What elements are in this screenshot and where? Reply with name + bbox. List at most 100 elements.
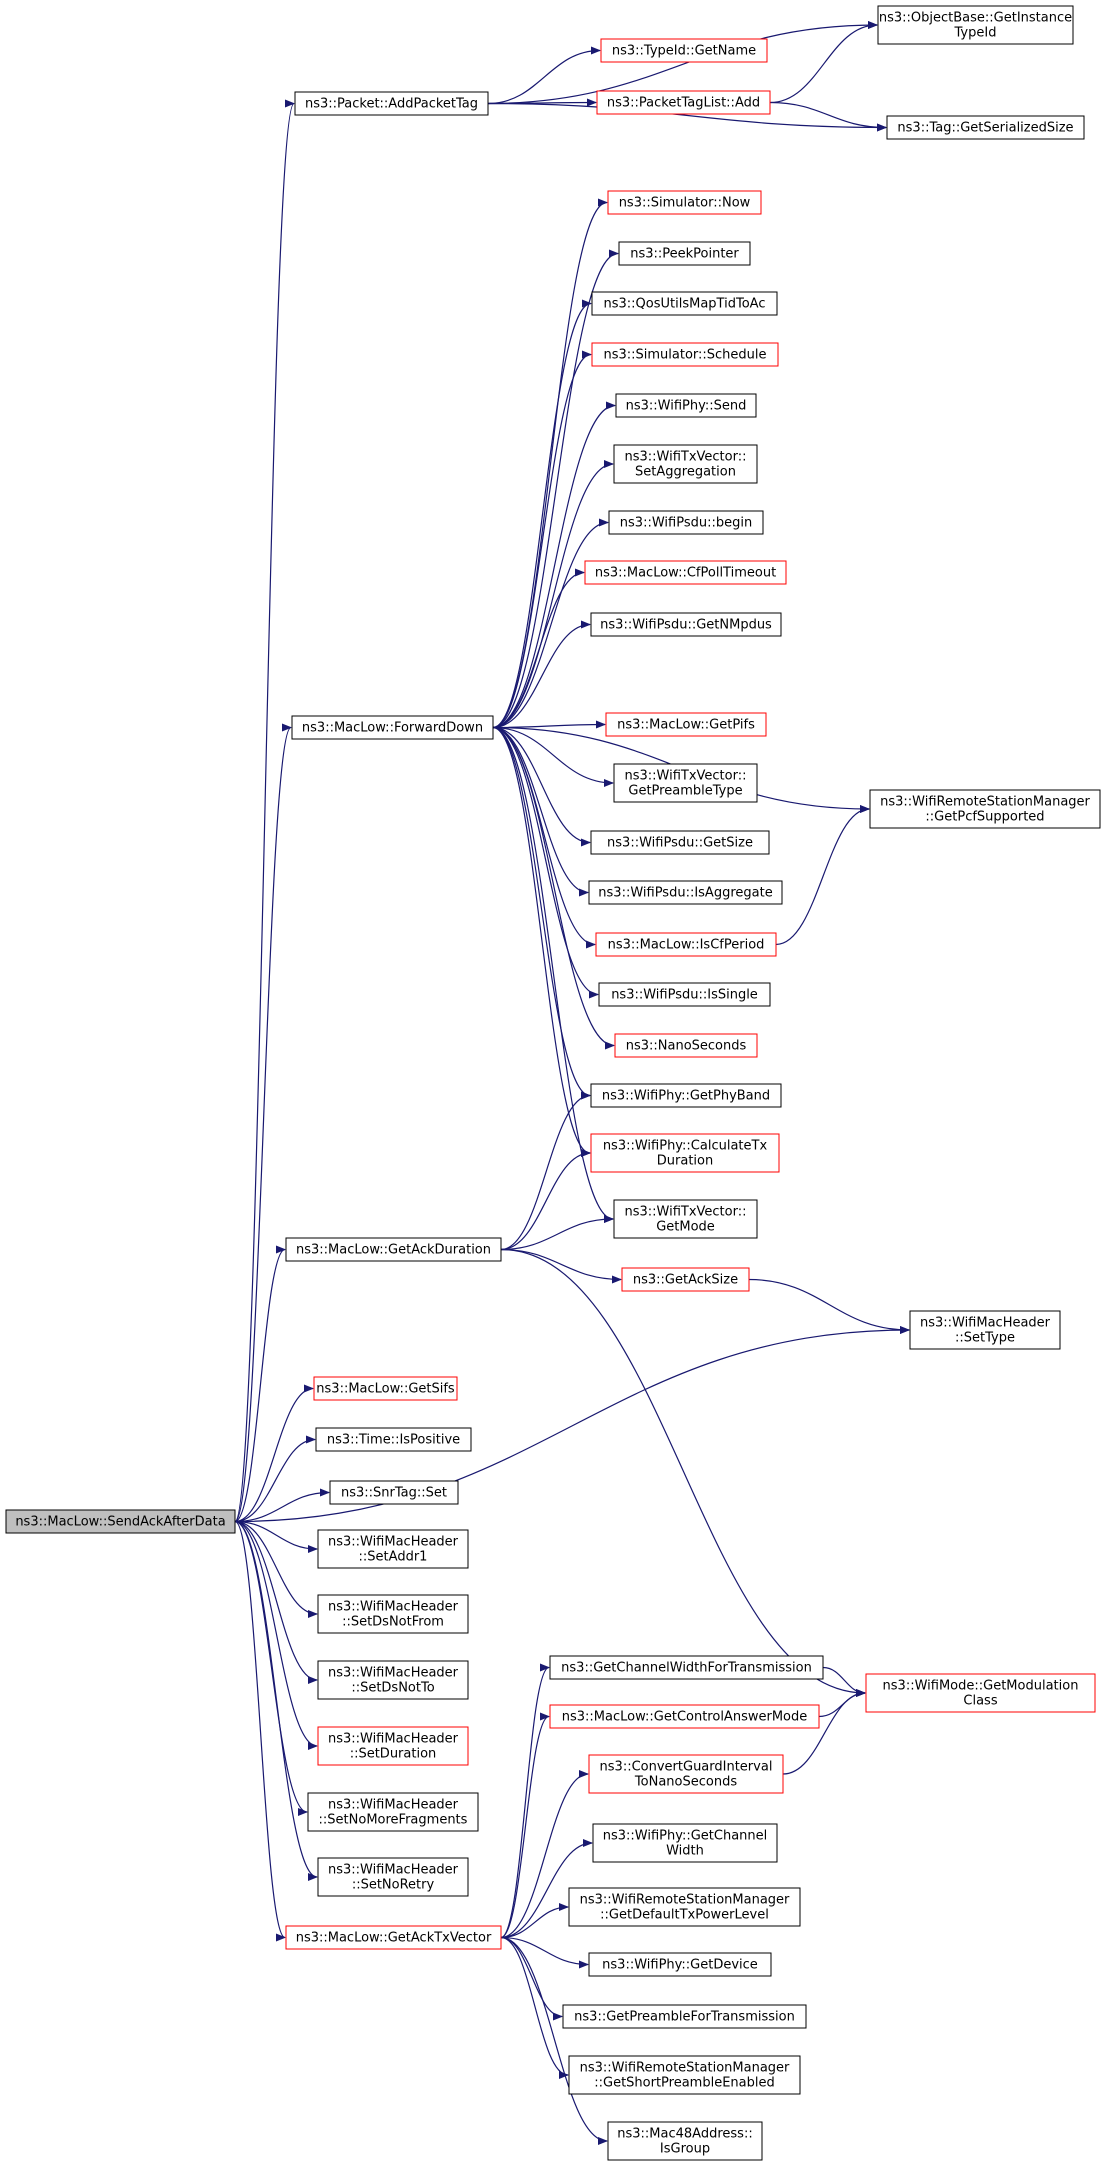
node-set-duration[interactable]: ns3::WifiMacHeader::SetDuration bbox=[317, 1726, 469, 1766]
edge-root-to-snr-tag-set bbox=[234, 1488, 330, 1523]
edge-forward-down-to-psdu-begin bbox=[492, 518, 609, 729]
node-label: ::GetDefaultTxPowerLevel bbox=[600, 1908, 769, 1923]
node-root[interactable]: ns3::MacLow::SendAckAfterData bbox=[5, 1509, 236, 1534]
node-label: ns3::GetAckSize bbox=[633, 1273, 738, 1288]
node-box bbox=[590, 1083, 782, 1108]
node-set-ds-not-to[interactable]: ns3::WifiMacHeader::SetDsNotTo bbox=[317, 1660, 469, 1700]
node-psdu-begin[interactable]: ns3::WifiPsdu::begin bbox=[608, 510, 764, 535]
node-label: ::SetDuration bbox=[350, 1747, 437, 1762]
node-box bbox=[591, 291, 778, 316]
edge-forward-down-to-cf-poll-timeout bbox=[492, 568, 585, 729]
node-label: GetPreambleType bbox=[628, 784, 742, 799]
edge-root-to-get-ack-duration bbox=[234, 1245, 286, 1523]
node-get-short-preamble[interactable]: ns3::WifiRemoteStationManager::GetShortP… bbox=[568, 2055, 801, 2095]
node-label: ::SetDsNotFrom bbox=[342, 1615, 444, 1630]
node-tag-get-serialized-size[interactable]: ns3::Tag::GetSerializedSize bbox=[886, 115, 1085, 140]
node-get-nmpdus[interactable]: ns3::WifiPsdu::GetNMpdus bbox=[590, 612, 782, 637]
edge-root-to-set-duration bbox=[234, 1520, 318, 1750]
node-phy-get-channel-width[interactable]: ns3::WifiPhy::GetChannelWidth bbox=[592, 1823, 778, 1863]
node-forward-down[interactable]: ns3::MacLow::ForwardDown bbox=[291, 715, 494, 740]
node-label: ns3::WifiRemoteStationManager bbox=[880, 795, 1090, 810]
node-set-type[interactable]: ns3::WifiMacHeader::SetType bbox=[909, 1310, 1061, 1350]
node-box bbox=[608, 510, 764, 535]
edge-root-to-set-ds-not-from bbox=[234, 1520, 318, 1618]
node-label: ns3::MacLow::GetPifs bbox=[617, 718, 755, 733]
node-label: ns3::WifiPsdu::IsAggregate bbox=[598, 886, 772, 901]
node-label: ns3::GetChannelWidthForTransmission bbox=[561, 1661, 812, 1676]
node-set-aggregation[interactable]: ns3::WifiTxVector::SetAggregation bbox=[613, 444, 758, 484]
node-get-pifs[interactable]: ns3::MacLow::GetPifs bbox=[605, 712, 767, 737]
node-psdu-get-size[interactable]: ns3::WifiPsdu::GetSize bbox=[590, 830, 770, 855]
node-box bbox=[317, 1529, 469, 1569]
node-qos-utils[interactable]: ns3::QosUtilsMapTidToAc bbox=[591, 291, 778, 316]
node-is-aggregate[interactable]: ns3::WifiPsdu::IsAggregate bbox=[588, 880, 783, 905]
edge-root-to-get-sifs bbox=[234, 1384, 314, 1523]
node-is-group[interactable]: ns3::Mac48Address::IsGroup bbox=[607, 2121, 763, 2161]
node-sim-now[interactable]: ns3::Simulator::Now bbox=[607, 190, 762, 215]
node-label: ns3::Packet::AddPacketTag bbox=[305, 97, 478, 112]
node-get-default-tx-power-level[interactable]: ns3::WifiRemoteStationManager::GetDefaul… bbox=[568, 1887, 801, 1927]
node-get-control-answer-mode[interactable]: ns3::MacLow::GetControlAnswerMode bbox=[549, 1704, 820, 1729]
edge-forward-down-to-calc-tx-duration bbox=[492, 726, 591, 1157]
edge-forward-down-to-is-aggregate bbox=[492, 726, 589, 897]
node-get-ack-tx-vector[interactable]: ns3::MacLow::GetAckTxVector bbox=[285, 1925, 502, 1950]
node-peek-pointer[interactable]: ns3::PeekPointer bbox=[618, 241, 751, 266]
node-get-ack-size[interactable]: ns3::GetAckSize bbox=[621, 1267, 750, 1292]
node-label: ns3::MacLow::GetControlAnswerMode bbox=[562, 1710, 807, 1725]
node-packet-tag-list-add[interactable]: ns3::PacketTagList::Add bbox=[596, 90, 771, 115]
node-get-ack-duration[interactable]: ns3::MacLow::GetAckDuration bbox=[285, 1237, 502, 1262]
edge-forward-down-to-get-preamble-type bbox=[492, 726, 614, 787]
node-phy-get-device[interactable]: ns3::WifiPhy::GetDevice bbox=[588, 1952, 772, 1977]
node-add-packet-tag[interactable]: ns3::Packet::AddPacketTag bbox=[294, 91, 489, 116]
node-box bbox=[5, 1509, 236, 1534]
node-is-cf-period[interactable]: ns3::MacLow::IsCfPeriod bbox=[595, 932, 777, 957]
edge-get-ack-tx-vector-to-get-control-answer-mode bbox=[500, 1712, 550, 1939]
node-nano-seconds[interactable]: ns3::NanoSeconds bbox=[614, 1033, 758, 1058]
node-get-channel-width-for-tx[interactable]: ns3::GetChannelWidthForTransmission bbox=[549, 1655, 824, 1680]
edge-forward-down-to-psdu-get-size bbox=[492, 726, 591, 847]
node-box bbox=[615, 393, 757, 418]
node-label: ns3::ConvertGuardInterval bbox=[600, 1760, 773, 1775]
node-set-addr1[interactable]: ns3::WifiMacHeader::SetAddr1 bbox=[317, 1529, 469, 1569]
node-set-no-retry[interactable]: ns3::WifiMacHeader::SetNoRetry bbox=[317, 1857, 469, 1897]
edge-get-ack-duration-to-get-modulation-class bbox=[500, 1248, 866, 1697]
node-is-positive[interactable]: ns3::Time::IsPositive bbox=[315, 1427, 472, 1452]
node-get-mode[interactable]: ns3::WifiTxVector::GetMode bbox=[613, 1199, 758, 1239]
node-get-sifs[interactable]: ns3::MacLow::GetSifs bbox=[313, 1376, 458, 1401]
node-snr-tag-set[interactable]: ns3::SnrTag::Set bbox=[329, 1480, 459, 1505]
node-label: ns3::Mac48Address:: bbox=[617, 2127, 752, 2142]
edge-get-ack-tx-vector-to-phy-get-device bbox=[500, 1936, 589, 1969]
node-get-preamble-type[interactable]: ns3::WifiTxVector::GetPreambleType bbox=[613, 763, 758, 803]
node-label: ns3::MacLow::SendAckAfterData bbox=[15, 1515, 225, 1530]
node-box bbox=[568, 1887, 801, 1927]
node-box bbox=[590, 830, 770, 855]
node-get-pcf-supported[interactable]: ns3::WifiRemoteStationManager::GetPcfSup… bbox=[869, 789, 1101, 829]
edge-root-to-set-no-retry bbox=[234, 1520, 318, 1881]
node-box bbox=[588, 880, 783, 905]
edge-forward-down-to-qos-utils bbox=[492, 299, 592, 729]
node-get-preamble-for-tx[interactable]: ns3::GetPreambleForTransmission bbox=[562, 2004, 807, 2029]
node-label: ::GetShortPreambleEnabled bbox=[594, 2076, 775, 2091]
node-box bbox=[592, 1823, 778, 1863]
node-label: ns3::WifiPhy::GetChannel bbox=[603, 1829, 768, 1844]
edge-get-ack-size-to-set-type bbox=[748, 1278, 910, 1334]
node-label: ::SetDsNotTo bbox=[351, 1681, 434, 1696]
node-get-phy-band[interactable]: ns3::WifiPhy::GetPhyBand bbox=[590, 1083, 782, 1108]
node-sim-schedule[interactable]: ns3::Simulator::Schedule bbox=[591, 342, 779, 367]
node-set-no-more-fragments[interactable]: ns3::WifiMacHeader::SetNoMoreFragments bbox=[307, 1792, 479, 1832]
node-box bbox=[584, 560, 787, 585]
edge-root-to-set-addr1 bbox=[234, 1520, 318, 1553]
node-label: ns3::GetPreambleForTransmission bbox=[574, 2010, 795, 2025]
node-is-single[interactable]: ns3::WifiPsdu::IsSingle bbox=[598, 982, 771, 1007]
node-wifi-phy-send[interactable]: ns3::WifiPhy::Send bbox=[615, 393, 757, 418]
node-type-id-get-name[interactable]: ns3::TypeId::GetName bbox=[600, 38, 768, 63]
edge-add-packet-tag-to-tag-get-serialized-size bbox=[487, 102, 887, 132]
node-cf-poll-timeout[interactable]: ns3::MacLow::CfPollTimeout bbox=[584, 560, 787, 585]
node-box bbox=[590, 1133, 780, 1173]
node-set-ds-not-from[interactable]: ns3::WifiMacHeader::SetDsNotFrom bbox=[317, 1594, 469, 1634]
